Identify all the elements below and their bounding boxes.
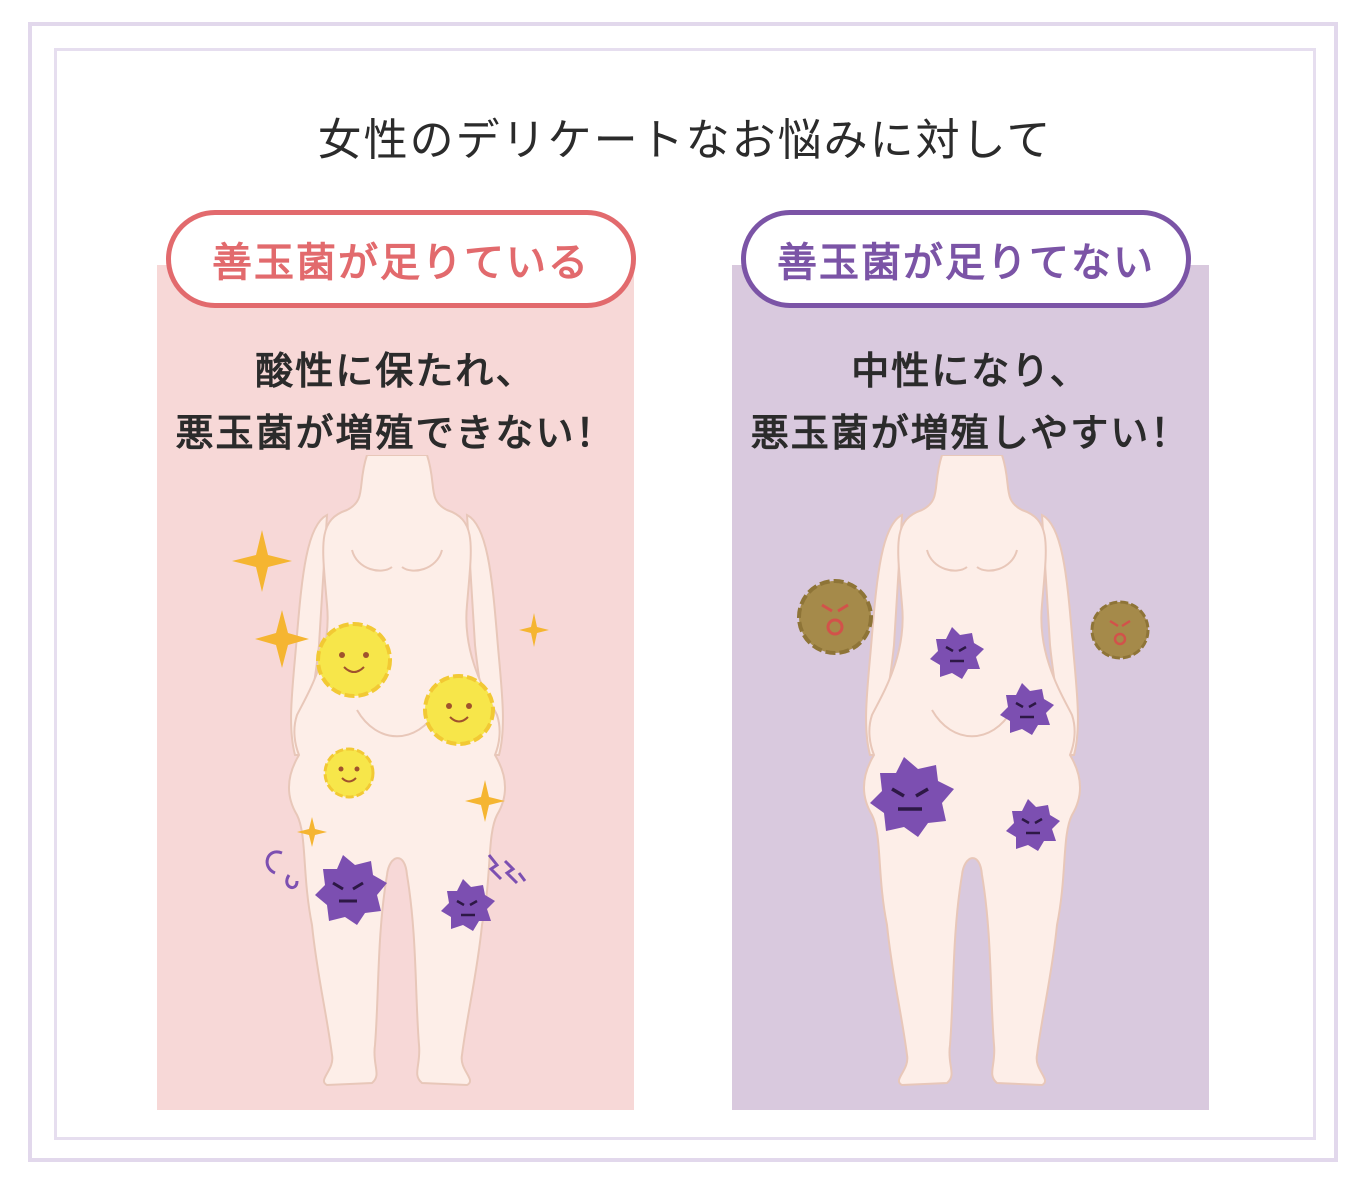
figure-enough-good-bacteria xyxy=(232,455,549,1086)
sparkle-icon xyxy=(232,530,549,847)
description-enough-line2: 悪玉菌が増殖できない！ xyxy=(175,411,616,455)
inner-frame xyxy=(54,48,1316,1140)
bad-bacteria-icon xyxy=(870,627,1060,851)
figure-lacking-good-bacteria xyxy=(797,455,1150,1087)
page-title: 女性のデリケートなお悩みに対して xyxy=(317,115,1053,166)
heading-lacking-good-bacteria: 善玉菌が足りてない xyxy=(741,210,1191,308)
description-lacking-line2: 悪玉菌が増殖しやすい！ xyxy=(750,411,1191,455)
description-lacking: 中性になり、 悪玉菌が増殖しやすい！ xyxy=(732,340,1209,464)
description-lacking-line1: 中性になり、 xyxy=(851,349,1090,393)
bad-bacteria-icon xyxy=(265,850,527,931)
outer-frame xyxy=(28,22,1338,1162)
angry-bacteria-icon xyxy=(797,579,1150,660)
heading-enough-good-bacteria: 善玉菌が足りている xyxy=(166,210,636,308)
description-enough-line1: 酸性に保たれ、 xyxy=(255,349,536,393)
description-enough: 酸性に保たれ、 悪玉菌が増殖できない！ xyxy=(157,340,634,464)
good-bacteria-icon xyxy=(316,622,495,799)
